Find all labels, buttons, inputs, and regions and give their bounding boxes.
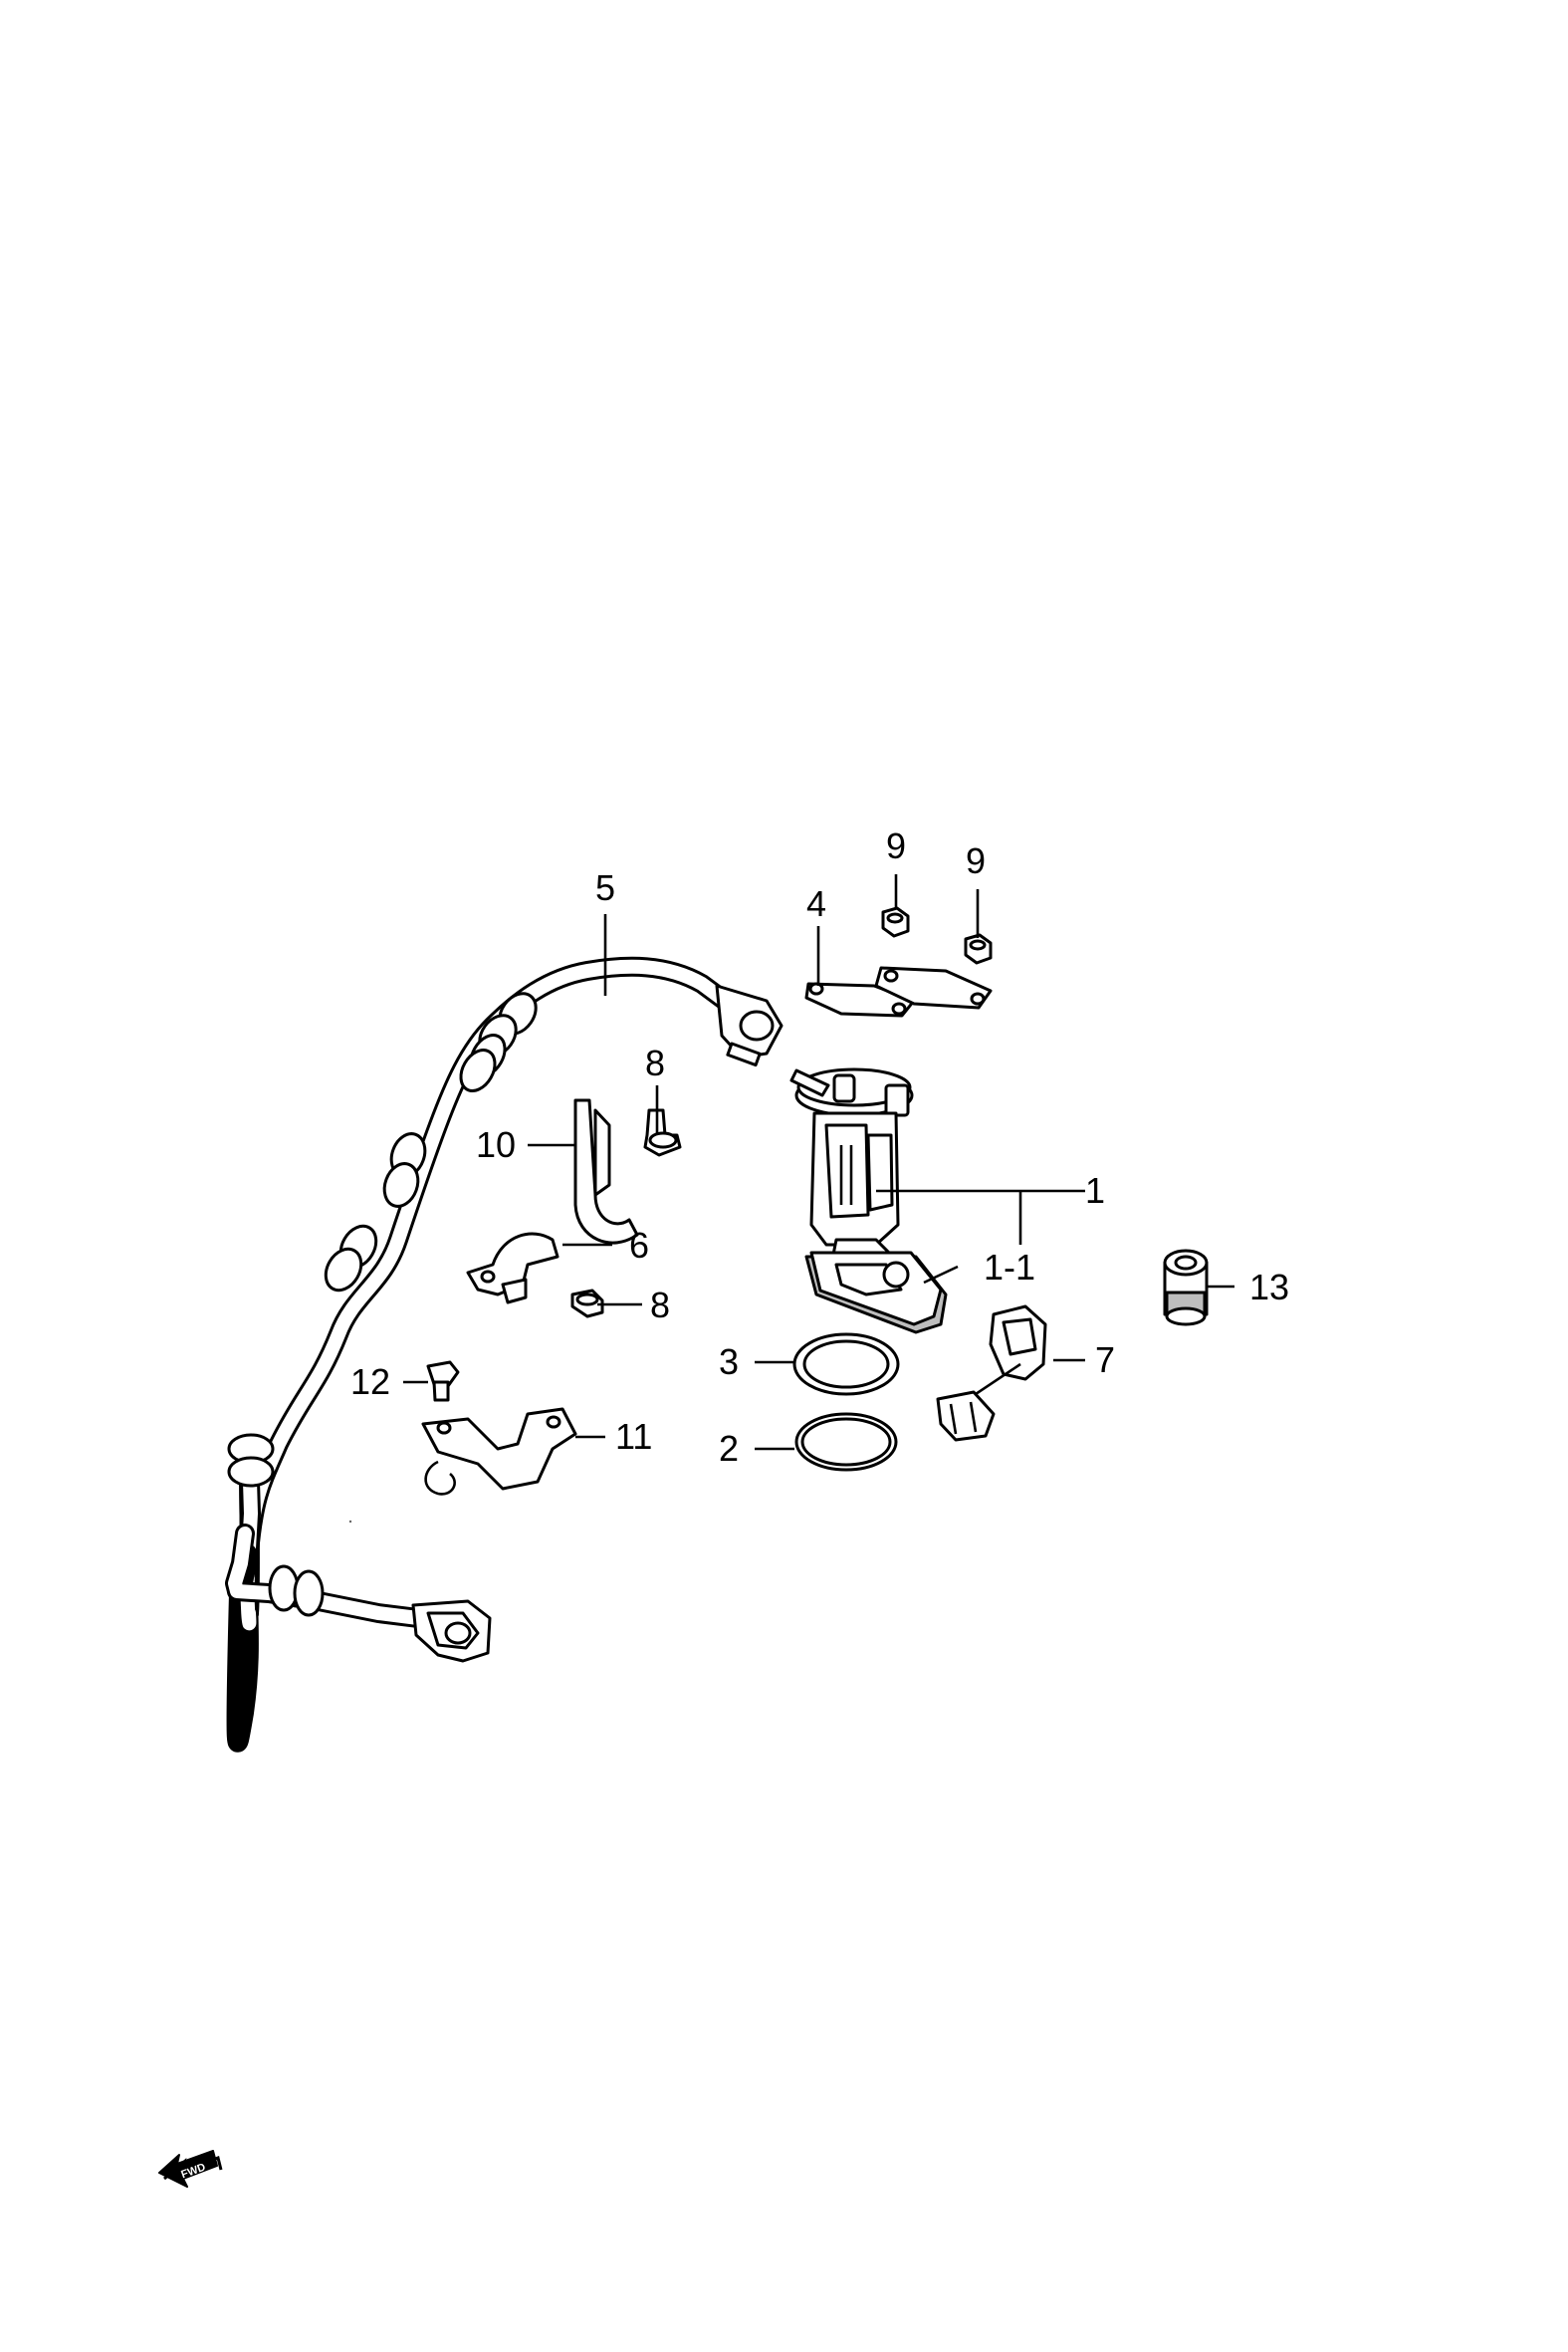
part-11-bracket: [421, 1407, 577, 1496]
part-1-1-pump-base: [804, 1251, 948, 1334]
part-9-nut: [964, 933, 993, 965]
callout-4: 4: [806, 883, 826, 924]
part-10-bracket: [573, 1098, 639, 1245]
callout-labels: 5 4 9 9 8 10 6 8 1 1-1 13 3 7 12 11 2: [350, 825, 1289, 1469]
part-2-o-ring: [794, 1412, 898, 1472]
part-4-gasket-plates: [804, 966, 993, 1018]
harness-upper-connector: [715, 984, 784, 1067]
callout-2: 2: [719, 1428, 739, 1469]
callout-12: 12: [350, 1361, 390, 1402]
hose-grommet: [382, 1132, 427, 1208]
part-5-harness: [225, 956, 784, 1753]
callout-5: 5: [595, 867, 615, 908]
part-12-bolt: [426, 1360, 460, 1402]
part-8-bolt: [643, 1108, 682, 1157]
callout-3: 3: [719, 1341, 739, 1382]
part-3-gasket: [792, 1332, 900, 1396]
stray-mark: [348, 1520, 352, 1524]
part-13-grommet: [1163, 1249, 1209, 1326]
part-1-fuel-pump: [789, 1067, 914, 1282]
callout-9: 9: [886, 825, 906, 866]
callout-13: 13: [1249, 1267, 1289, 1307]
callout-7: 7: [1095, 1339, 1115, 1380]
callout-8: 8: [645, 1043, 665, 1083]
part-8-bolt: [570, 1289, 604, 1318]
part-9-nut: [881, 906, 910, 938]
hose-grommet: [227, 1433, 275, 1488]
harness-lower-connector: [411, 1599, 492, 1663]
callout-8: 8: [650, 1285, 670, 1325]
hose-grommet: [268, 1564, 325, 1617]
hose-grommet: [324, 1224, 378, 1293]
part-7-fuel-sender: [936, 1304, 1047, 1442]
leader-lines: [403, 874, 1234, 1451]
callout-1: 1: [1085, 1170, 1105, 1211]
callout-1-1: 1-1: [984, 1247, 1035, 1288]
callout-10: 10: [476, 1124, 516, 1165]
callout-6: 6: [629, 1225, 649, 1266]
callout-11: 11: [615, 1416, 652, 1457]
callout-9: 9: [966, 840, 986, 881]
part-6-clamp: [466, 1232, 560, 1304]
hose-grommet: [459, 1034, 507, 1092]
fwd-arrow-icon: FWD: [158, 2150, 223, 2188]
